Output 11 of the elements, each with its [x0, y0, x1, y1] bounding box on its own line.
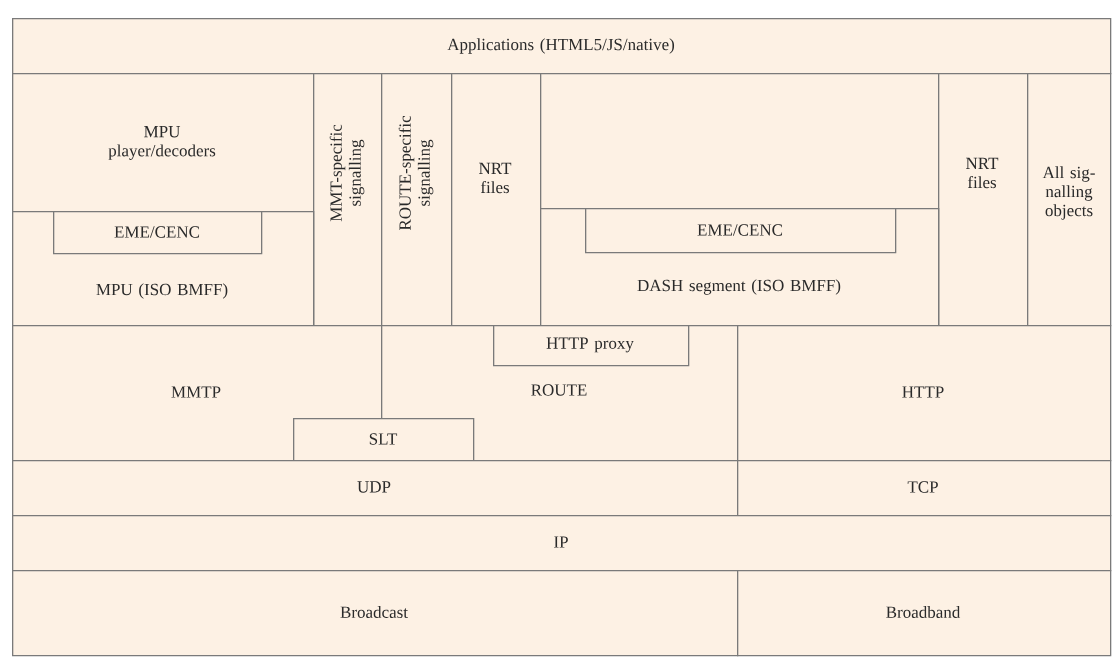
layer-box: Broadcast [12, 570, 739, 657]
layer-box: MMT-specific signalling [313, 73, 383, 327]
layer-box: Broadband [737, 570, 1112, 657]
layer-box: ROUTE-specific signalling [381, 73, 453, 327]
layer-box: NRT files [938, 73, 1029, 327]
layer-box: SLT [293, 418, 475, 462]
inner-box: EME/CENC [585, 208, 897, 254]
layer-box: TCP [737, 460, 1112, 517]
inner-box: HTTP proxy [493, 325, 690, 367]
inner-box: EME/CENC [53, 211, 263, 255]
layer-box: All sig-nalling objects [1027, 73, 1112, 327]
